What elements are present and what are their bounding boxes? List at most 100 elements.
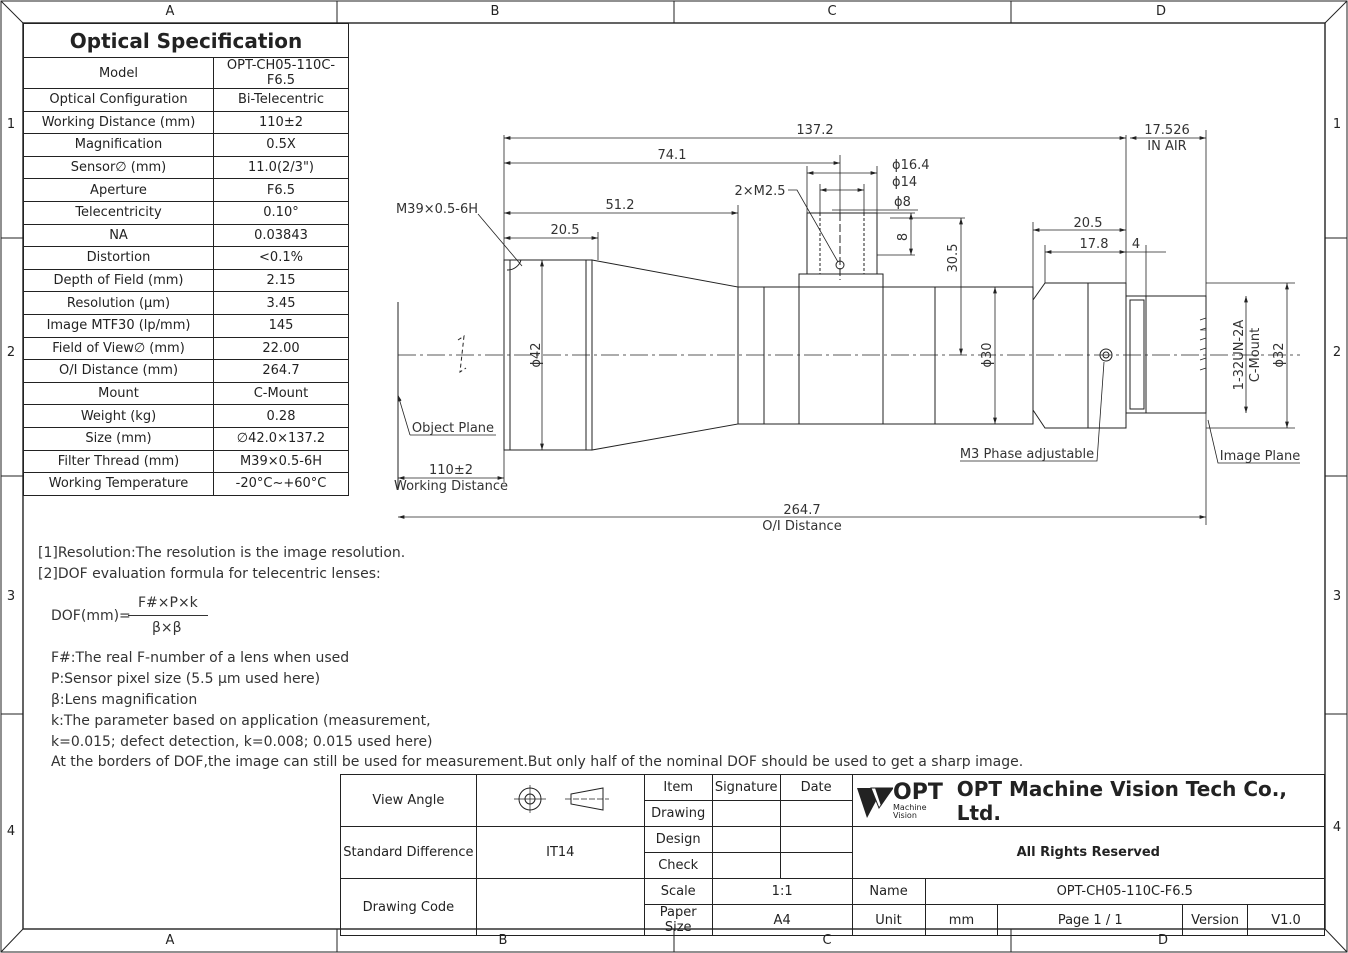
zone-row-4-right: 4 bbox=[1332, 820, 1342, 835]
drawing-code-label: Drawing Code bbox=[340, 878, 477, 936]
spec-value: 0.28 bbox=[213, 404, 349, 428]
zone-row-1-left: 1 bbox=[6, 117, 16, 132]
body-ring-1 bbox=[737, 286, 765, 425]
thread-arc bbox=[506, 259, 522, 271]
tb-signature: Signature bbox=[711, 774, 781, 801]
std-diff-value: IT14 bbox=[475, 826, 645, 879]
note-line-6: At the borders of DOF,the image can stil… bbox=[51, 754, 1024, 770]
tb-version: Version bbox=[1182, 904, 1249, 936]
spec-value: 0.10° bbox=[213, 200, 349, 225]
opt-logo-icon bbox=[856, 787, 894, 818]
break-mark bbox=[457, 334, 467, 374]
spec-row: Sensor∅ (mm)11.0(2/3") bbox=[23, 155, 349, 180]
dim-text-wd: 110±2 bbox=[429, 463, 473, 478]
spec-label: Depth of Field (mm) bbox=[23, 268, 214, 293]
dim-text-17526: 17.526 bbox=[1144, 123, 1190, 138]
spec-label: Telecentricity bbox=[23, 200, 214, 225]
zone-col-d-bottom: D bbox=[1157, 933, 1168, 948]
m3-label: M3 Phase adjustable bbox=[960, 447, 1094, 462]
dim-text-oi-label: O/I Distance bbox=[762, 519, 841, 534]
note-dof-title: [2]DOF evaluation formula for telecentri… bbox=[38, 566, 381, 582]
zone-col-c-top: C bbox=[827, 4, 837, 19]
zone-col-b-top: B bbox=[490, 4, 500, 19]
spec-value: 2.15 bbox=[213, 268, 349, 293]
spec-label: Working Temperature bbox=[23, 472, 214, 496]
spec-row: Distortion<0.1% bbox=[23, 246, 349, 270]
dim-text-512: 51.2 bbox=[606, 198, 635, 213]
tb-paper-value: A4 bbox=[711, 904, 853, 936]
zone-col-a-top: A bbox=[165, 4, 175, 19]
screw-block bbox=[806, 212, 878, 275]
spec-label: Model bbox=[23, 57, 214, 89]
formula-bar bbox=[128, 615, 208, 616]
tb-unit: Unit bbox=[851, 904, 926, 936]
note-line-1: F#:The real F-number of a lens when used bbox=[51, 650, 350, 666]
note-resolution: [1]Resolution:The resolution is the imag… bbox=[38, 545, 406, 561]
rights-text: All Rights Reserved bbox=[851, 826, 1326, 879]
tb-drawing: Drawing bbox=[643, 800, 713, 827]
tb-name: Name bbox=[851, 878, 926, 905]
spec-row: Resolution (µm)3.45 bbox=[23, 291, 349, 315]
spec-label: Image MTF30 (lp/mm) bbox=[23, 313, 214, 338]
spec-value: OPT-CH05-110C-F6.5 bbox=[213, 57, 349, 89]
dim-text-thread-1: 1-32UN-2A bbox=[1232, 320, 1247, 391]
tb-unit-value: mm bbox=[924, 904, 999, 936]
spec-value: 11.0(2/3") bbox=[213, 155, 349, 180]
dim-text-4: 4 bbox=[1132, 237, 1140, 252]
dim-text-dia8: ϕ8 bbox=[894, 195, 911, 210]
tb-design: Design bbox=[643, 826, 713, 853]
dim-text-741: 74.1 bbox=[658, 148, 687, 163]
dim-text-dia42: ϕ42 bbox=[529, 342, 544, 367]
tb-paper: Paper Size bbox=[643, 904, 713, 936]
note-line-5: k=0.015; defect detection, k=0.008; 0.01… bbox=[51, 734, 433, 750]
title-block: View Angle Item Signature Date bbox=[340, 774, 1326, 936]
zone-row-1-right: 1 bbox=[1332, 117, 1342, 132]
zone-row-3-left: 3 bbox=[6, 589, 16, 604]
dim-text-oi: 264.7 bbox=[783, 503, 820, 518]
spec-row: Image MTF30 (lp/mm)145 bbox=[23, 313, 349, 338]
dim-text-wd-label: Working Distance bbox=[394, 479, 508, 494]
std-diff-label: Standard Difference bbox=[340, 826, 477, 879]
tb-scale-value: 1:1 bbox=[711, 878, 853, 905]
zone-row-2-left: 2 bbox=[6, 345, 16, 360]
zone-col-c-bottom: C bbox=[822, 933, 832, 948]
spec-row: O/I Distance (mm)264.7 bbox=[23, 359, 349, 383]
spec-value: -20°C~+60°C bbox=[213, 472, 349, 496]
m3-leader bbox=[960, 361, 1105, 462]
note-line-3: β:Lens magnification bbox=[51, 692, 198, 708]
formula-numerator: F#×P×k bbox=[138, 595, 198, 611]
dim-text-205r: 20.5 bbox=[1074, 216, 1103, 231]
zone-col-a-bottom: A bbox=[165, 933, 175, 948]
dim-text-178: 17.8 bbox=[1080, 237, 1109, 252]
spec-value: F6.5 bbox=[213, 178, 349, 202]
dim-text-dia32: ϕ32 bbox=[1272, 342, 1287, 367]
view-angle-symbol bbox=[475, 774, 645, 827]
tb-page: Page 1 / 1 bbox=[997, 904, 1184, 936]
spec-row: Weight (kg)0.28 bbox=[23, 404, 349, 428]
zone-row-4-left: 4 bbox=[6, 824, 16, 839]
c-mount bbox=[1145, 295, 1207, 414]
spec-row: Working Temperature-20°C~+60°C bbox=[23, 472, 349, 496]
dim-text-dia164: ϕ16.4 bbox=[892, 158, 930, 173]
zone-col-d-top: D bbox=[1155, 4, 1166, 19]
dim-text-8v: 8 bbox=[896, 233, 911, 241]
formula-denominator: β×β bbox=[152, 620, 182, 636]
spec-title: Optical Specification bbox=[23, 23, 349, 58]
spec-label: Resolution (µm) bbox=[23, 291, 214, 315]
rear-ring bbox=[1087, 282, 1127, 429]
zone-row-3-right: 3 bbox=[1332, 589, 1342, 604]
body-collar bbox=[798, 273, 884, 425]
dim-text-in-air: IN AIR bbox=[1147, 139, 1186, 154]
tb-check: Check bbox=[643, 852, 713, 879]
dim-text-m25: 2×M2.5 bbox=[734, 184, 785, 199]
m39-leader bbox=[477, 213, 523, 267]
image-plane-leader bbox=[1207, 419, 1300, 464]
note-line-4: k:The parameter based on application (me… bbox=[51, 713, 431, 729]
rear-section bbox=[1032, 282, 1089, 429]
dim-text-thread-2: C-Mount bbox=[1248, 328, 1263, 383]
